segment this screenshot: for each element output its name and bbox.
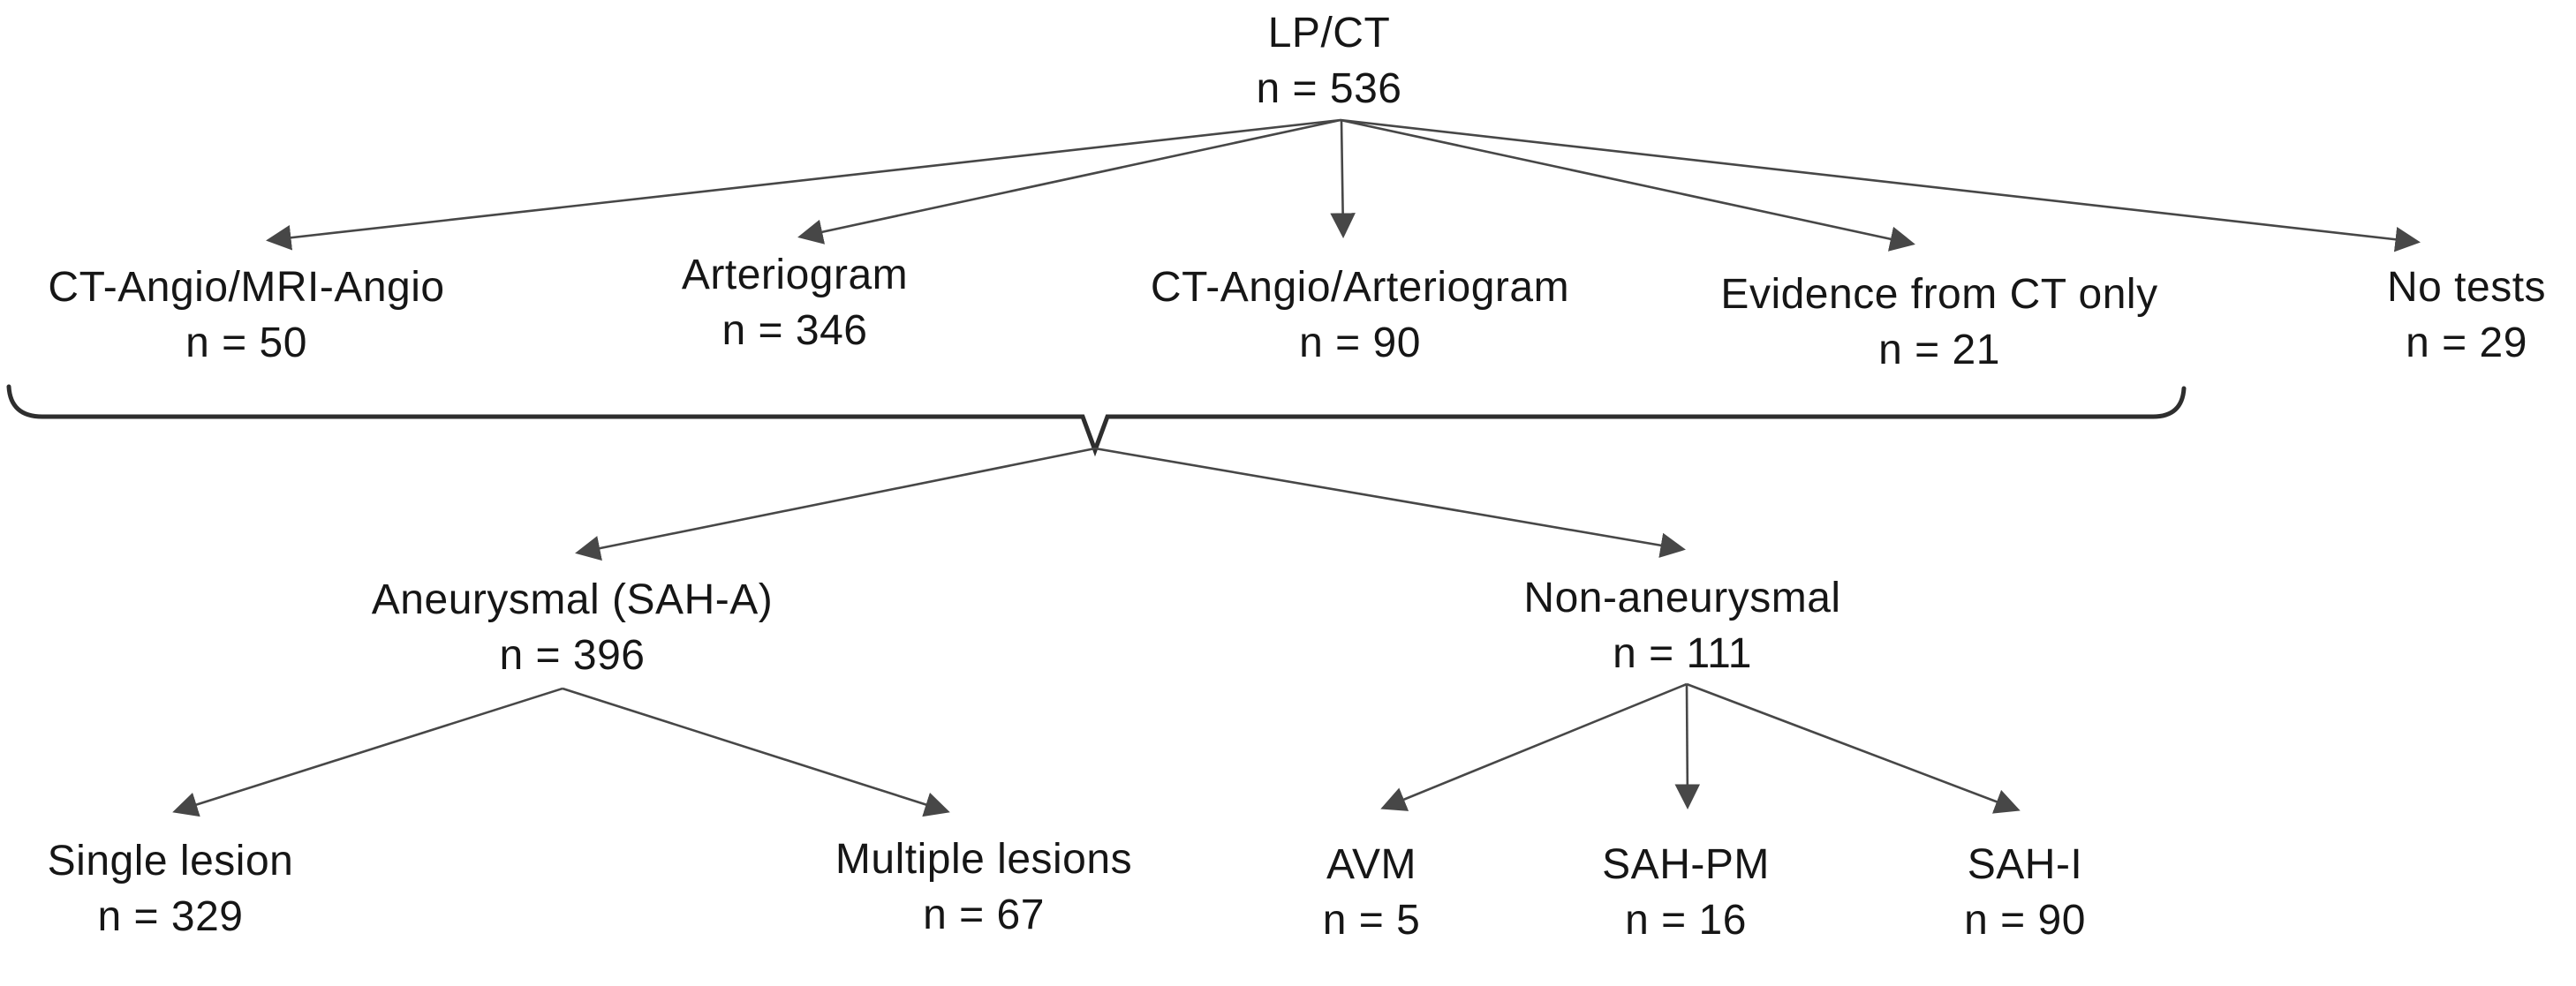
node-label: Evidence from CT only bbox=[1720, 271, 2158, 318]
node-sah-i: SAH-I n = 90 bbox=[1964, 837, 2086, 948]
node-count: n = 396 bbox=[499, 632, 646, 679]
arrow-root-to-no-tests bbox=[1340, 118, 2421, 252]
node-count: n = 536 bbox=[1256, 65, 1402, 112]
node-count: n = 5 bbox=[1322, 897, 1421, 944]
node-label: CT-Angio/Arteriogram bbox=[1150, 264, 1570, 311]
node-label: Aneurysmal (SAH-A) bbox=[371, 576, 774, 623]
arrow-root-to-ct-angio-arteriogram bbox=[1330, 119, 1356, 239]
node-evidence-from-ct-only: Evidence from CT only n = 21 bbox=[1720, 267, 2157, 378]
node-count: n = 29 bbox=[2406, 320, 2527, 366]
node-multiple-lesions: Multiple lesions n = 67 bbox=[835, 832, 1132, 943]
node-count: n = 16 bbox=[1625, 897, 1747, 944]
node-label: Non-aneurysmal bbox=[1523, 575, 1841, 621]
node-count: n = 90 bbox=[1964, 897, 2086, 944]
node-ct-angio-arteriogram: CT-Angio/Arteriogram n = 90 bbox=[1151, 260, 1569, 371]
node-count: n = 67 bbox=[923, 892, 1045, 938]
node-label: SAH-PM bbox=[1602, 841, 1770, 888]
node-lp-ct: LP/CT n = 536 bbox=[1257, 5, 1402, 117]
node-count: n = 21 bbox=[1878, 327, 2000, 373]
node-avm: AVM n = 5 bbox=[1323, 837, 1421, 948]
node-label: Single lesion bbox=[47, 838, 294, 884]
node-non-aneurysmal: Non-aneurysmal n = 111 bbox=[1523, 570, 1840, 681]
node-sah-pm: SAH-PM n = 16 bbox=[1602, 837, 1770, 948]
node-count: n = 90 bbox=[1299, 320, 1421, 366]
node-count: n = 111 bbox=[1613, 630, 1752, 677]
arrow-non-aneurysmal-to-sah-pm bbox=[1674, 683, 1701, 810]
node-label: Arteriogram bbox=[681, 252, 909, 298]
node-label: AVM bbox=[1326, 841, 1416, 888]
arrow-aneurysmal-to-multiple-lesions bbox=[562, 687, 950, 817]
node-label: SAH-I bbox=[1967, 841, 2083, 888]
node-count: n = 346 bbox=[721, 307, 868, 354]
node-ct-angio-mri-angio: CT-Angio/MRI-Angio n = 50 bbox=[48, 260, 444, 371]
arrow-root-to-arteriogram bbox=[797, 118, 1341, 245]
node-label: LP/CT bbox=[1267, 10, 1391, 56]
arrow-non-aneurysmal-to-sah-i bbox=[1686, 682, 2021, 814]
node-label: No tests bbox=[2386, 264, 2547, 311]
arrow-aneurysmal-to-single-lesion bbox=[172, 687, 563, 817]
node-count: n = 329 bbox=[97, 893, 244, 940]
arrow-non-aneurysmal-to-avm bbox=[1380, 682, 1688, 811]
arrow-split-to-aneurysmal bbox=[575, 447, 1096, 561]
arrow-split-to-non-aneurysmal bbox=[1094, 447, 1686, 558]
node-aneurysmal: Aneurysmal (SAH-A) n = 396 bbox=[372, 572, 773, 683]
arrow-root-to-ct-angio-mri-angio bbox=[266, 118, 1341, 251]
node-count: n = 50 bbox=[185, 320, 307, 366]
node-label: CT-Angio/MRI-Angio bbox=[48, 264, 445, 311]
arrow-root-to-evidence-from-ct-only bbox=[1340, 118, 1915, 252]
node-single-lesion: Single lesion n = 329 bbox=[48, 833, 294, 945]
node-arteriogram: Arteriogram n = 346 bbox=[682, 247, 908, 358]
node-no-tests: No tests n = 29 bbox=[2387, 260, 2546, 371]
node-label: Multiple lesions bbox=[835, 836, 1133, 883]
bracket bbox=[6, 384, 2187, 457]
